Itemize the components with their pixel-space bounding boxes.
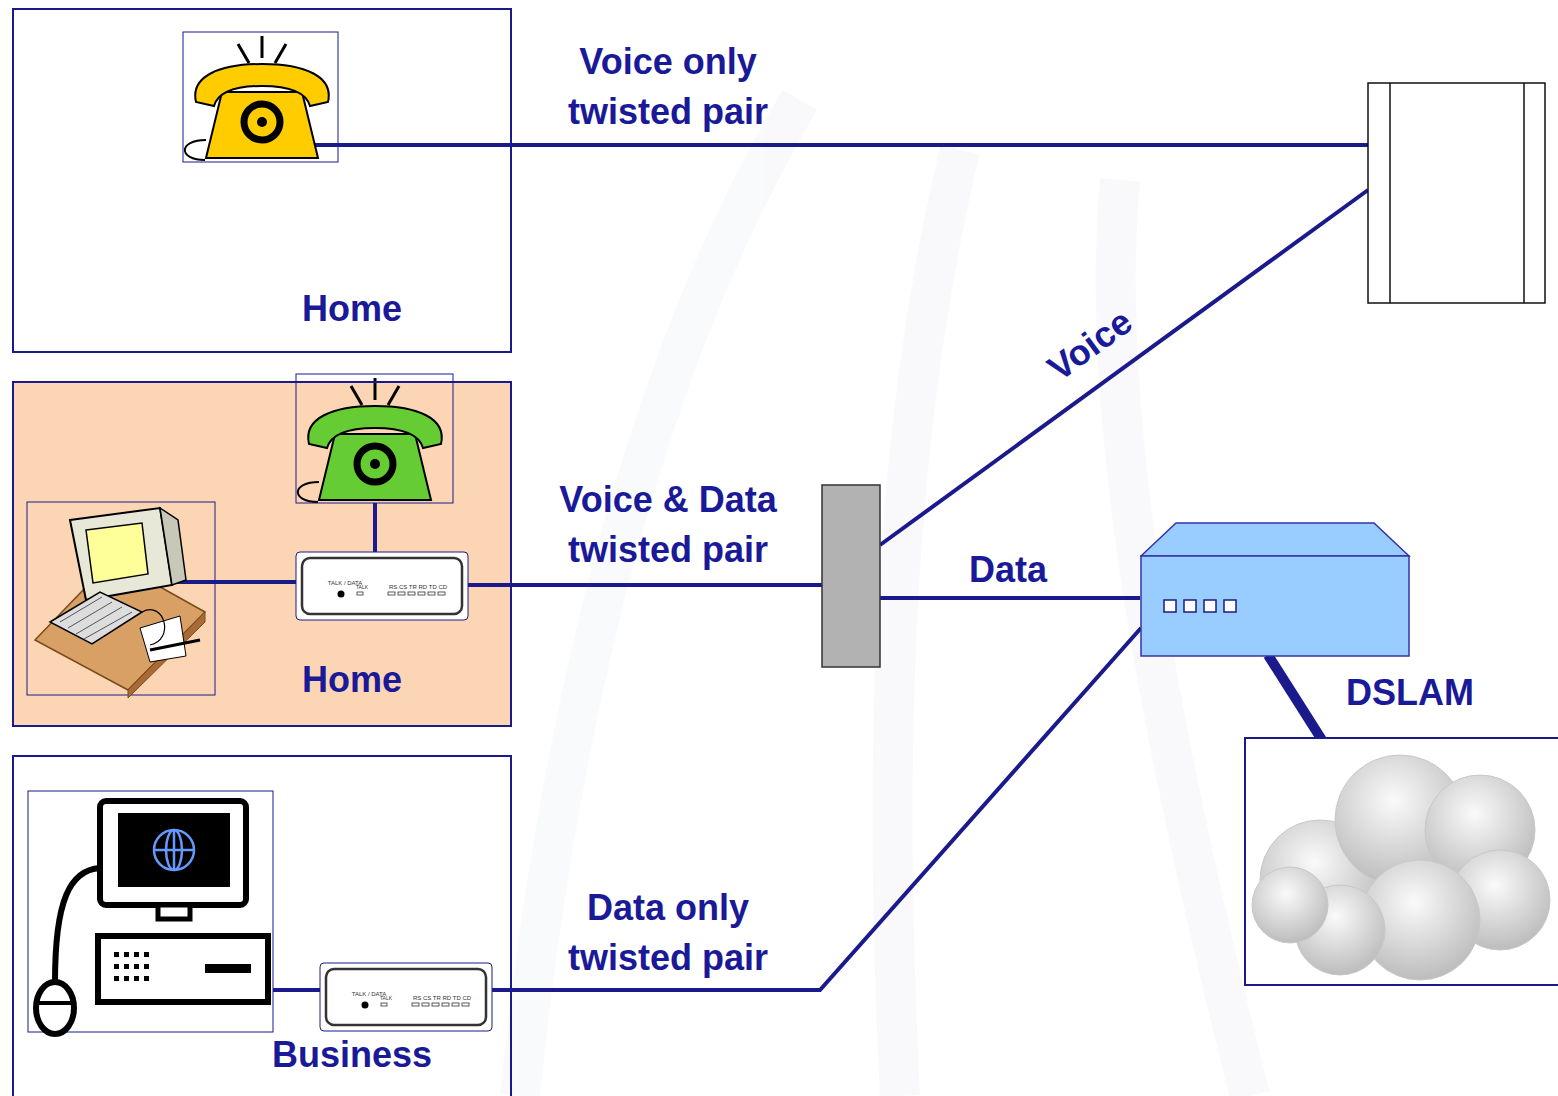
dslam-port bbox=[1224, 600, 1236, 612]
business-computer bbox=[144, 952, 149, 957]
home-computer bbox=[86, 523, 148, 583]
wire bbox=[880, 190, 1368, 545]
home-computer bbox=[60, 597, 132, 639]
home-computer bbox=[142, 610, 165, 645]
node-title: Business bbox=[272, 1030, 432, 1080]
home-computer bbox=[27, 502, 215, 695]
business-computer bbox=[124, 952, 129, 957]
modem-marking: RS CS TR RD TD CD bbox=[413, 995, 471, 1001]
edge-label: Data only twisted pair bbox=[523, 883, 813, 983]
business-computer bbox=[154, 830, 194, 870]
modem bbox=[320, 963, 492, 1031]
splitter bbox=[822, 485, 880, 667]
telephone bbox=[296, 374, 453, 503]
dslam-front bbox=[1141, 556, 1409, 656]
business-computer bbox=[173, 830, 176, 870]
dslam-unit: DSLAM bbox=[1140, 522, 1480, 717]
business-computer bbox=[124, 964, 129, 969]
node-title: Home bbox=[302, 655, 402, 705]
voice-switch bbox=[1389, 83, 1391, 303]
wire bbox=[880, 596, 1140, 600]
network-cloud bbox=[1252, 867, 1328, 943]
node-title: Home bbox=[302, 284, 402, 334]
wire bbox=[490, 988, 512, 992]
network-cloud bbox=[1245, 738, 1558, 985]
modem-marking: RS CS TR RD TD CD bbox=[389, 584, 447, 590]
business-computer bbox=[154, 830, 194, 870]
business-computer bbox=[134, 952, 139, 957]
business-box: Business bbox=[12, 755, 512, 1096]
business-computer bbox=[118, 813, 230, 887]
modem-marking: TALK bbox=[380, 996, 392, 1001]
business-computer bbox=[144, 976, 149, 981]
twisted-pair-line bbox=[512, 628, 1141, 990]
home-computer bbox=[128, 612, 205, 698]
voice-switch bbox=[1368, 83, 1545, 303]
telephone bbox=[183, 32, 338, 162]
line-label: Data bbox=[969, 545, 1047, 595]
voice-switch bbox=[1368, 83, 1545, 303]
dslam-top bbox=[1141, 523, 1409, 556]
business-computer bbox=[100, 801, 246, 905]
home-computer bbox=[50, 592, 142, 644]
home-computer bbox=[60, 597, 102, 622]
business-computer bbox=[158, 905, 190, 919]
business-computer bbox=[114, 952, 251, 981]
network-cloud bbox=[1252, 755, 1550, 980]
network-cloud bbox=[1245, 738, 1558, 985]
business-computer bbox=[55, 868, 100, 982]
business-computer bbox=[37, 1001, 73, 1005]
business-computer bbox=[114, 964, 119, 969]
business-computer bbox=[28, 791, 273, 1034]
telephone bbox=[185, 36, 329, 160]
dslam-port bbox=[1164, 600, 1176, 612]
telephone bbox=[296, 374, 453, 503]
wire bbox=[468, 583, 822, 587]
line-label: Voice & Data twisted pair bbox=[523, 475, 813, 575]
modem bbox=[320, 963, 492, 1031]
telephone bbox=[298, 378, 442, 502]
home-computer bbox=[140, 616, 186, 662]
wire bbox=[373, 503, 377, 553]
business-computer bbox=[36, 982, 74, 1034]
modem bbox=[296, 552, 468, 620]
modem bbox=[296, 552, 468, 620]
business-computer bbox=[134, 964, 139, 969]
home-box: Home bbox=[12, 8, 512, 353]
dslam-port bbox=[1184, 600, 1196, 612]
line-label: Voice only twisted pair bbox=[523, 37, 813, 137]
business-computer bbox=[114, 952, 119, 957]
business-computer bbox=[144, 964, 149, 969]
watermark-swirl bbox=[893, 150, 961, 1096]
business-computer bbox=[124, 976, 129, 981]
wire bbox=[273, 988, 321, 992]
home-computer bbox=[70, 508, 172, 600]
home-computer bbox=[68, 602, 112, 628]
home-computer bbox=[160, 508, 186, 585]
business-computer bbox=[205, 964, 251, 973]
business-computer bbox=[134, 976, 139, 981]
dslam-port bbox=[1204, 600, 1216, 612]
voice-switch bbox=[1523, 83, 1525, 303]
business-computer bbox=[98, 936, 268, 1002]
node-title: DSLAM bbox=[1346, 668, 1474, 718]
telephone bbox=[183, 32, 338, 162]
modem-marking: TALK bbox=[356, 585, 368, 590]
home-computer bbox=[84, 612, 132, 639]
business-computer bbox=[114, 976, 119, 981]
home-box: Home bbox=[12, 381, 512, 727]
wire bbox=[310, 143, 1368, 147]
home-computer bbox=[27, 502, 215, 698]
home-computer bbox=[76, 607, 122, 634]
